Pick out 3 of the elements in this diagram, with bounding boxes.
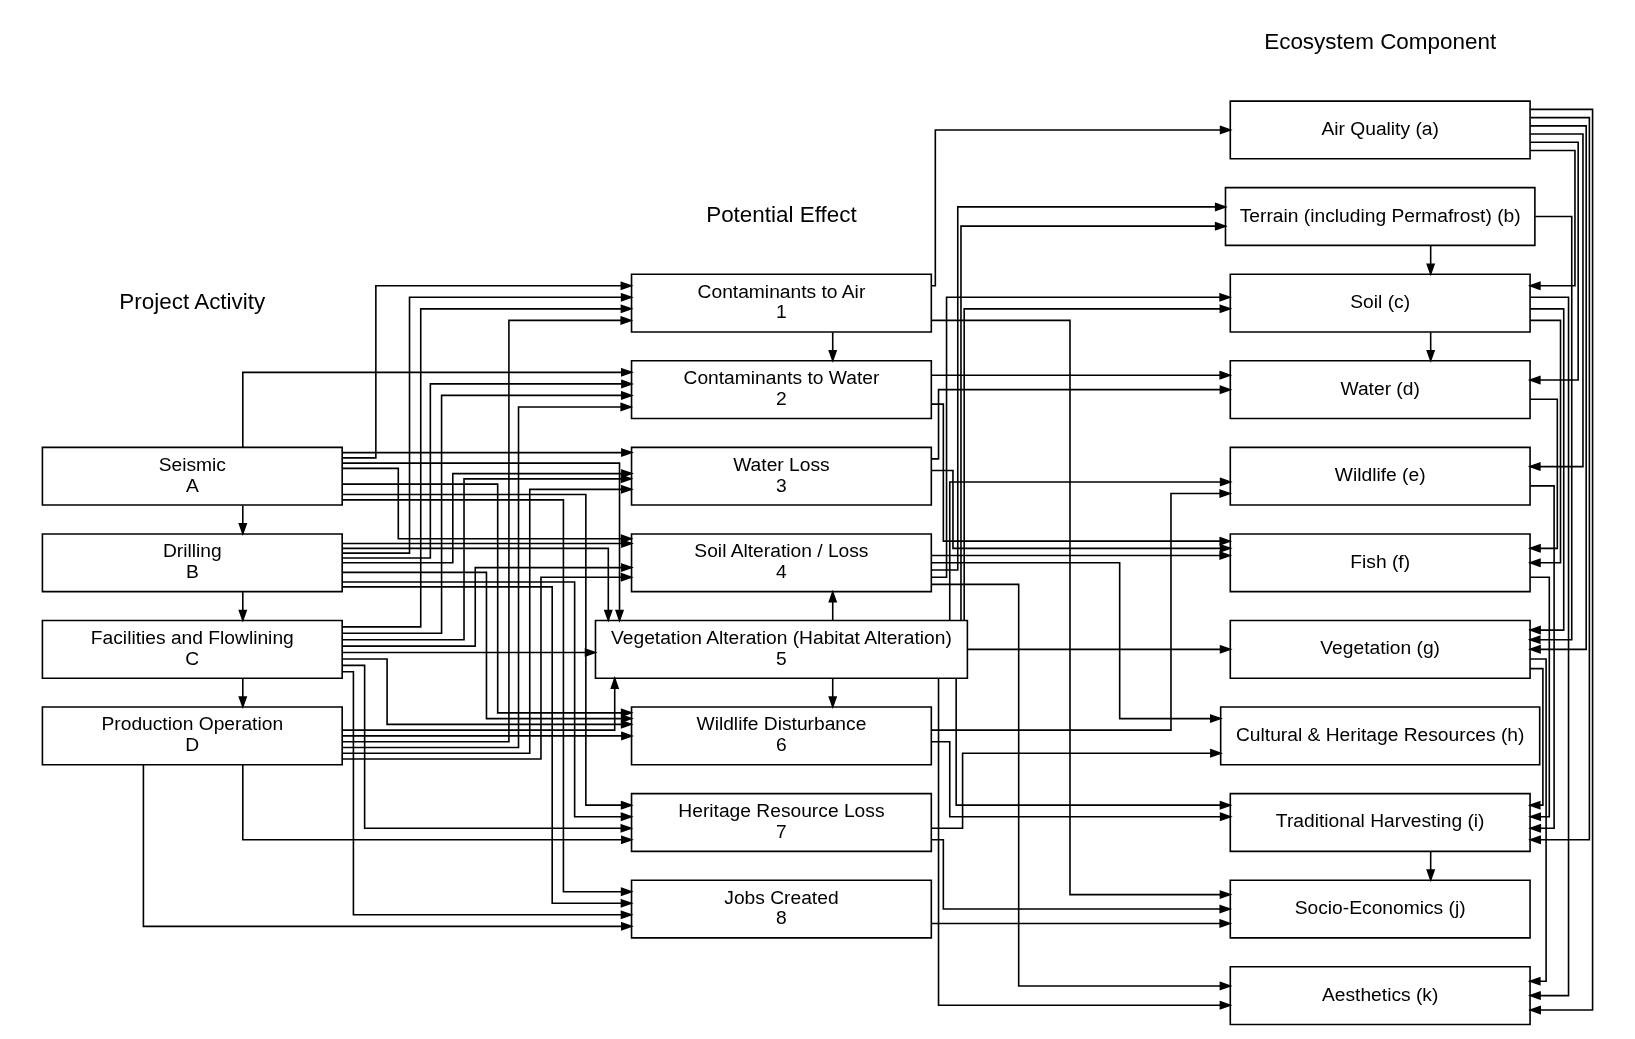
label: Ecosystem Component — [1264, 29, 1497, 55]
label: Project Activity — [119, 289, 266, 315]
label: Potential Effect — [706, 202, 857, 228]
